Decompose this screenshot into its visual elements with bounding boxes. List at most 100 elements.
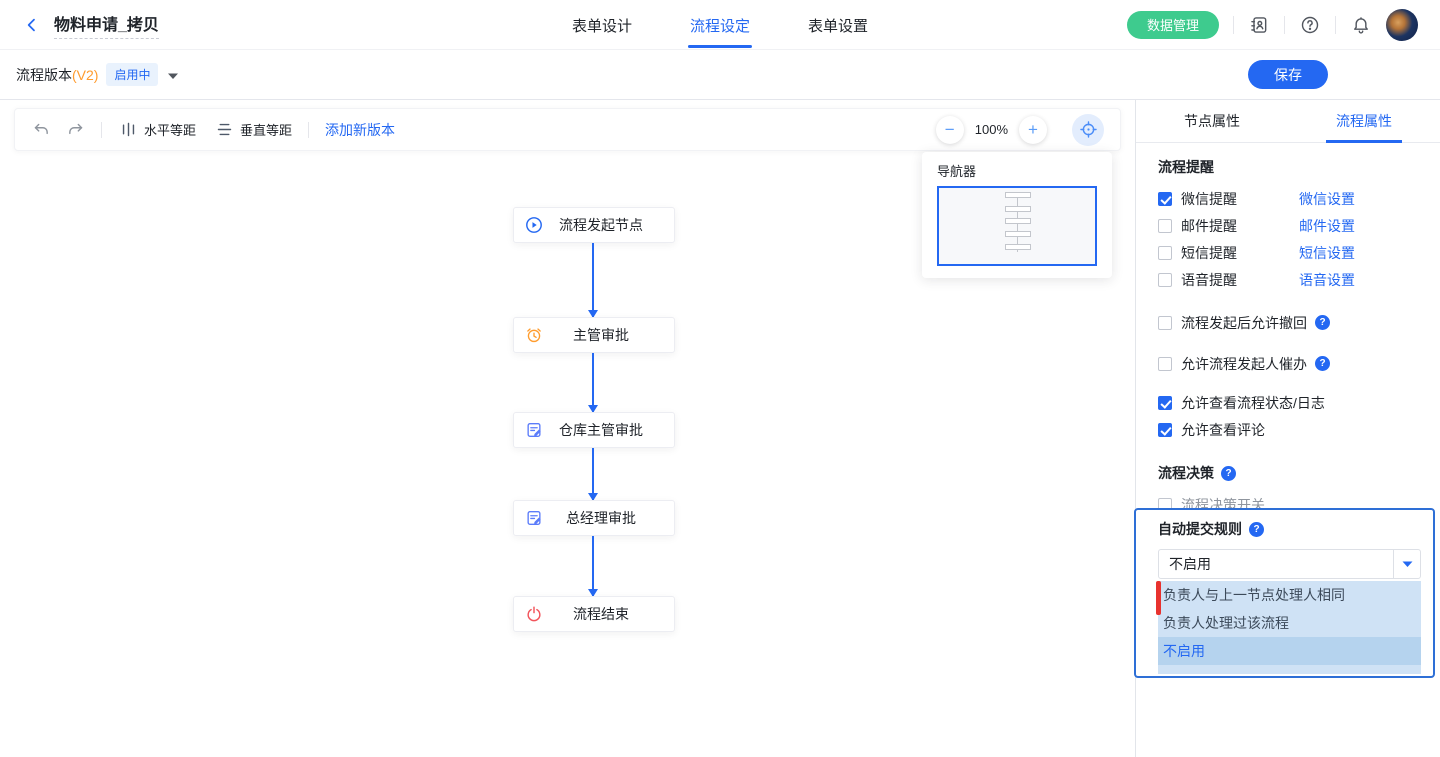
withdraw-help-icon[interactable]: ? bbox=[1315, 315, 1330, 330]
version-bar: 流程版本 (V2) 启用中 保存 bbox=[0, 50, 1440, 100]
voice-reminder-row: 语音提醒 语音设置 bbox=[1158, 266, 1418, 293]
sms-settings-link[interactable]: 短信设置 bbox=[1299, 244, 1355, 261]
flow-connector-arrow bbox=[588, 536, 598, 597]
voice-reminder-checkbox[interactable] bbox=[1158, 272, 1172, 287]
allow-withdraw-checkbox[interactable] bbox=[1158, 315, 1172, 330]
flow-node-warehouse-approval[interactable]: 仓库主管审批 bbox=[513, 412, 675, 448]
view-comments-label: 允许查看评论 bbox=[1181, 421, 1265, 438]
auto-submit-help-icon[interactable]: ? bbox=[1249, 521, 1264, 537]
data-manage-button[interactable]: 数据管理 bbox=[1126, 10, 1219, 39]
auto-submit-selected-value: 不启用 bbox=[1169, 556, 1211, 572]
urge-help-icon[interactable]: ? bbox=[1315, 356, 1330, 371]
properties-panel: 节点属性 流程属性 流程提醒 微信提醒 微信设置 邮件提醒 邮件设置 短信提醒 … bbox=[1134, 100, 1440, 757]
save-button[interactable]: 保存 bbox=[1248, 60, 1328, 89]
flow-node-gm-approval[interactable]: 总经理审批 bbox=[513, 500, 675, 536]
navigator-panel: 导航器 bbox=[922, 152, 1112, 278]
tab-flow-properties[interactable]: 流程属性 bbox=[1288, 100, 1440, 142]
flow-decision-title-text: 流程决策 bbox=[1158, 465, 1214, 481]
horizontal-spacing-label: 水平等距 bbox=[144, 123, 197, 138]
chevron-down-icon bbox=[1393, 550, 1420, 578]
decision-help-icon[interactable]: ? bbox=[1221, 465, 1236, 481]
zoom-in-button[interactable]: + bbox=[1019, 115, 1047, 144]
email-settings-link[interactable]: 邮件设置 bbox=[1299, 217, 1355, 234]
view-status-checkbox[interactable] bbox=[1158, 395, 1172, 410]
user-avatar[interactable] bbox=[1386, 8, 1418, 41]
document-edit-icon bbox=[525, 509, 543, 527]
dropdown-option-same-handler[interactable]: 负责人与上一节点处理人相同 bbox=[1163, 587, 1345, 603]
flow-connector-arrow bbox=[588, 243, 598, 318]
flow-connector-arrow bbox=[588, 448, 598, 501]
locate-crosshair-icon[interactable] bbox=[1072, 113, 1104, 146]
add-version-link[interactable]: 添加新版本 bbox=[325, 121, 396, 138]
flow-node-end[interactable]: 流程结束 bbox=[513, 596, 675, 632]
vertical-spacing-button[interactable]: 垂直等距 bbox=[214, 120, 292, 140]
minimap-node bbox=[1005, 231, 1031, 237]
contacts-book-icon[interactable] bbox=[1248, 14, 1270, 36]
red-highlight-marker bbox=[1156, 581, 1161, 615]
flow-node-supervisor-approval[interactable]: 主管审批 bbox=[513, 317, 675, 353]
undo-icon[interactable] bbox=[31, 120, 51, 140]
view-comments-row: 允许查看评论 bbox=[1158, 416, 1418, 443]
canvas-toolbar: 水平等距 垂直等距 添加新版本 − 100% + bbox=[14, 108, 1121, 151]
play-circle-icon bbox=[525, 216, 543, 234]
main-tabs: 表单设计 流程设定 表单设置 bbox=[572, 0, 868, 50]
help-icon[interactable] bbox=[1299, 14, 1321, 36]
view-status-row: 允许查看流程状态/日志 bbox=[1158, 389, 1418, 416]
divider bbox=[1284, 15, 1285, 34]
dropdown-option-handled-before[interactable]: 负责人处理过该流程 bbox=[1163, 615, 1289, 631]
flow-node-label: 流程结束 bbox=[573, 606, 629, 622]
voice-reminder-label: 语音提醒 bbox=[1181, 271, 1237, 288]
tab-node-properties[interactable]: 节点属性 bbox=[1184, 113, 1240, 129]
navigator-minimap[interactable] bbox=[937, 186, 1097, 266]
version-dropdown-caret-icon[interactable] bbox=[168, 67, 179, 83]
version-number: (V2) bbox=[72, 66, 99, 83]
allow-urge-checkbox[interactable] bbox=[1158, 356, 1172, 371]
minimap-node bbox=[1005, 244, 1031, 250]
flow-reminder-title: 流程提醒 bbox=[1158, 159, 1214, 175]
zoom-level: 100% bbox=[974, 122, 1008, 137]
allow-withdraw-label: 流程发起后允许撤回 bbox=[1181, 314, 1307, 331]
horizontal-spacing-button[interactable]: 水平等距 bbox=[118, 120, 196, 140]
wechat-settings-link[interactable]: 微信设置 bbox=[1299, 190, 1355, 207]
zoom-out-button[interactable]: − bbox=[935, 115, 964, 144]
vertical-spacing-icon bbox=[214, 120, 234, 140]
tab-form-setting[interactable]: 表单设置 bbox=[808, 17, 869, 35]
power-icon bbox=[525, 605, 543, 623]
divider bbox=[1233, 15, 1234, 34]
minimap-node bbox=[1005, 218, 1031, 224]
back-icon[interactable] bbox=[22, 15, 42, 35]
allow-urge-label: 允许流程发起人催办 bbox=[1181, 355, 1307, 372]
voice-settings-link[interactable]: 语音设置 bbox=[1299, 271, 1355, 288]
tab-form-design[interactable]: 表单设计 bbox=[571, 17, 632, 35]
minimap-node bbox=[1005, 206, 1031, 212]
wechat-reminder-label: 微信提醒 bbox=[1181, 190, 1237, 207]
status-badge: 启用中 bbox=[106, 63, 159, 86]
email-reminder-checkbox[interactable] bbox=[1158, 218, 1172, 233]
view-comments-checkbox[interactable] bbox=[1158, 422, 1172, 437]
redo-icon[interactable] bbox=[65, 120, 85, 140]
wechat-reminder-checkbox[interactable] bbox=[1158, 191, 1172, 206]
sms-reminder-label: 短信提醒 bbox=[1181, 244, 1237, 261]
auto-submit-select[interactable]: 不启用 bbox=[1158, 549, 1421, 579]
flow-node-start[interactable]: 流程发起节点 bbox=[513, 207, 675, 243]
allow-withdraw-row: 流程发起后允许撤回 ? bbox=[1158, 309, 1418, 336]
view-status-label: 允许查看流程状态/日志 bbox=[1181, 394, 1325, 411]
flow-canvas[interactable]: 水平等距 垂直等距 添加新版本 − 100% + bbox=[0, 100, 1135, 757]
flow-decision-title: 流程决策 ? bbox=[1158, 463, 1418, 483]
flow-connector-arrow bbox=[588, 353, 598, 413]
horizontal-spacing-icon bbox=[118, 120, 138, 140]
tab-flow-setting[interactable]: 流程设定 bbox=[690, 0, 750, 50]
auto-submit-dropdown: 负责人与上一节点处理人相同 负责人处理过该流程 不启用 bbox=[1156, 581, 1421, 674]
page-title[interactable]: 物料申请_拷贝 bbox=[54, 11, 159, 39]
email-reminder-row: 邮件提醒 邮件设置 bbox=[1158, 212, 1418, 239]
notification-bell-icon[interactable] bbox=[1350, 14, 1372, 36]
minimap-node bbox=[1005, 192, 1031, 198]
email-reminder-label: 邮件提醒 bbox=[1181, 217, 1237, 234]
wechat-reminder-row: 微信提醒 微信设置 bbox=[1158, 185, 1418, 212]
divider bbox=[1335, 15, 1336, 34]
dropdown-option-disabled[interactable]: 不启用 bbox=[1158, 637, 1421, 665]
allow-urge-row: 允许流程发起人催办 ? bbox=[1158, 350, 1418, 377]
auto-submit-title-text: 自动提交规则 bbox=[1158, 521, 1242, 537]
sms-reminder-checkbox[interactable] bbox=[1158, 245, 1172, 260]
divider bbox=[101, 121, 102, 138]
